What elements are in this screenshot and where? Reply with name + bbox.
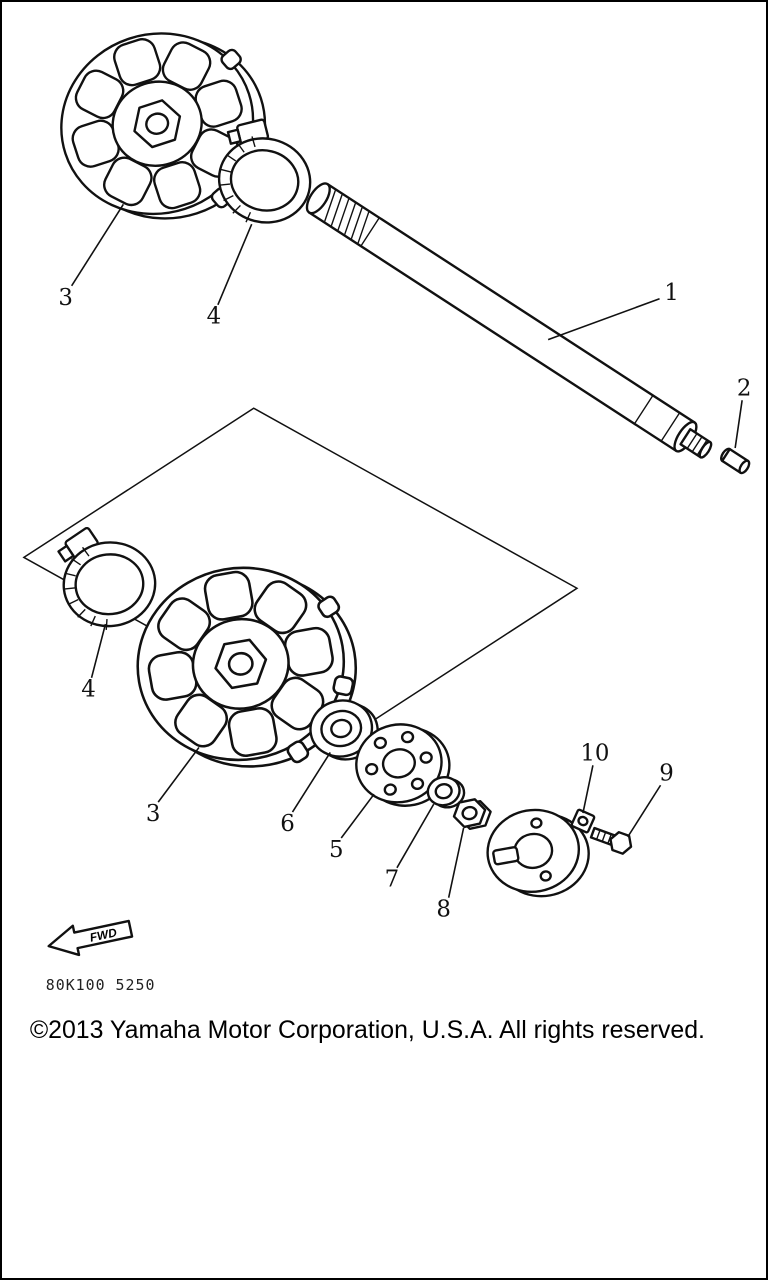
callout-10: 10 bbox=[580, 740, 609, 766]
callout-8: 8 bbox=[436, 897, 451, 923]
fwd-arrow: FWD bbox=[47, 919, 134, 957]
nut bbox=[452, 798, 492, 830]
callout-7: 7 bbox=[385, 867, 400, 893]
callout-4-bottom: 4 bbox=[81, 677, 96, 703]
bolt bbox=[589, 826, 633, 855]
callout-3-bottom: 3 bbox=[146, 801, 161, 827]
fwd-arrow-label: FWD bbox=[89, 925, 119, 944]
leader-lines bbox=[70, 203, 743, 898]
part-code: 80K100 5250 bbox=[46, 976, 156, 994]
drive-shaft bbox=[305, 182, 713, 459]
callout-5: 5 bbox=[329, 837, 344, 863]
callout-labels: 3 4 1 2 4 3 6 5 7 8 10 9 bbox=[58, 280, 751, 923]
bearing bbox=[309, 699, 379, 761]
callout-1: 1 bbox=[664, 280, 679, 306]
flange-bolt-holes bbox=[365, 730, 433, 796]
hose-clamp-bottom bbox=[53, 519, 161, 636]
callout-3-top: 3 bbox=[58, 285, 73, 311]
washer bbox=[426, 775, 466, 809]
shaft-hub bbox=[486, 808, 590, 898]
callout-6: 6 bbox=[280, 811, 295, 837]
shaft-splines bbox=[324, 190, 380, 247]
callout-2: 2 bbox=[737, 375, 752, 401]
callout-9: 9 bbox=[659, 760, 674, 786]
lock-washer bbox=[570, 808, 596, 834]
shaft-end-cap bbox=[720, 447, 751, 475]
copyright-text: ©2013 Yamaha Motor Corporation, U.S.A. A… bbox=[30, 1016, 705, 1044]
callout-4-top: 4 bbox=[207, 304, 222, 330]
